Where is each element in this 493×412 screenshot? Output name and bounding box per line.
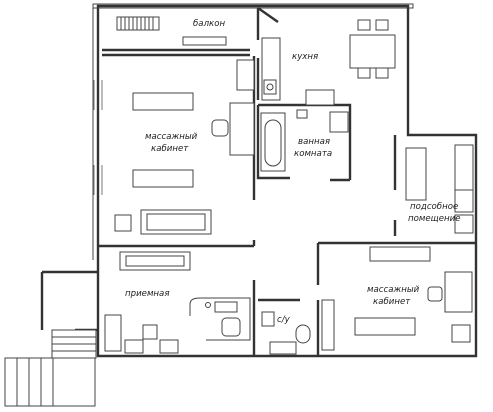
label-balcony: балкон	[193, 19, 226, 29]
label-massage-right-1: массажный	[367, 285, 420, 295]
label-massage-right-2: кабинет	[373, 297, 411, 307]
outer-walls	[92, 3, 478, 358]
entrance-steps	[51, 329, 97, 359]
reception-desk	[189, 297, 251, 341]
sofa-left-seat	[146, 213, 206, 231]
label-bathroom-1: ванная	[298, 137, 330, 147]
label-massage-left-2: кабинет	[151, 144, 189, 154]
exterior-stairs	[4, 357, 96, 407]
right-room-shelf	[369, 246, 431, 262]
shelf-top	[236, 59, 255, 91]
massage-table-left-lower	[132, 169, 194, 188]
window-marks	[93, 80, 103, 195]
label-utility-2: помещение	[408, 214, 461, 224]
bathroom-sink	[296, 109, 308, 119]
right-room-side-table	[451, 324, 471, 343]
desk-left	[229, 102, 255, 156]
reception-sofa-seat	[125, 255, 185, 267]
reception-armchair-1	[124, 339, 144, 354]
right-room-desk	[444, 271, 473, 313]
right-room-cabinet	[321, 299, 335, 351]
kitchen-cabinet	[305, 89, 335, 106]
balcony-bench	[182, 36, 227, 46]
label-kitchen: кухня	[292, 52, 318, 62]
kitchen-dining-set	[349, 19, 396, 79]
label-utility-1: подсобное	[410, 202, 458, 212]
kitchen-counter	[261, 37, 281, 101]
label-massage-left-1: массажный	[145, 132, 198, 142]
label-wc: с/у	[277, 315, 291, 325]
massage-table-left-upper	[132, 92, 194, 111]
label-reception: приемная	[125, 289, 169, 299]
reception-cabinet-left	[104, 314, 122, 352]
side-table-left	[114, 214, 132, 232]
bathtub	[260, 112, 286, 172]
bathroom-cabinet	[329, 111, 349, 133]
label-bathroom-2: комната	[294, 149, 332, 159]
right-room-chair	[427, 286, 443, 302]
massage-table-right	[354, 317, 416, 336]
wc-cabinet	[269, 341, 297, 355]
wc-toilet	[295, 324, 311, 344]
balcony-radiator	[116, 16, 160, 31]
utility-fixtures	[405, 144, 474, 234]
chair-left	[211, 119, 229, 137]
wc-sink	[261, 311, 275, 327]
reception-armchair-2	[159, 339, 179, 354]
reception-coffee-table	[142, 324, 158, 340]
entrance-porch	[40, 270, 98, 332]
reception-chair	[221, 317, 241, 337]
